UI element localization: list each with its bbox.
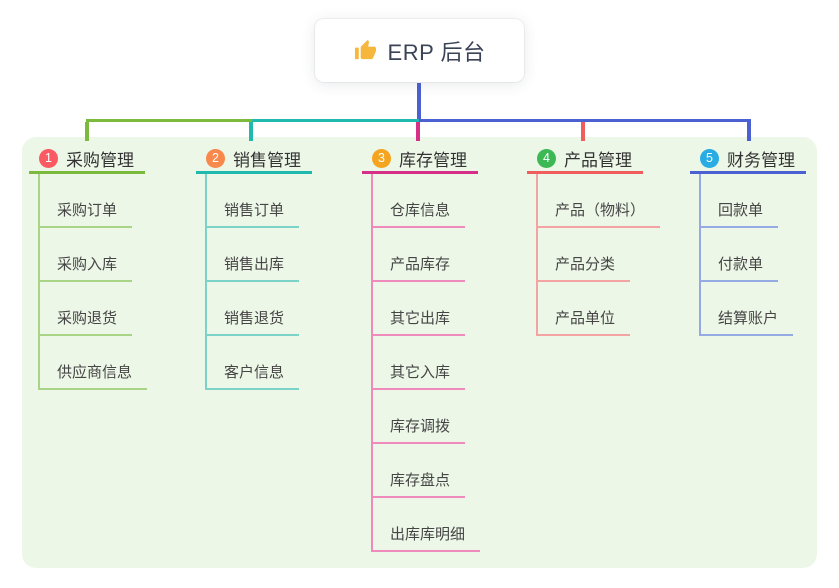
sub-item[interactable]: 销售出库 — [207, 253, 300, 282]
branch-children: 采购订单 采购入库 采购退货 供应商信息 — [38, 174, 179, 390]
sub-item-row: 销售出库 — [207, 228, 346, 282]
sub-item[interactable]: 供应商信息 — [40, 361, 148, 390]
sub-item[interactable]: 采购退货 — [40, 307, 133, 336]
sub-item[interactable]: 产品库存 — [373, 253, 466, 282]
branch-title[interactable]: 2 销售管理 — [196, 146, 312, 174]
branch-children: 仓库信息 产品库存 其它出库 其它入库 库存调拨 库存盘点 出库库明细 — [371, 174, 512, 552]
sub-item-row: 供应商信息 — [40, 336, 179, 390]
sub-item-row: 其它入库 — [373, 336, 512, 390]
branch-title[interactable]: 3 库存管理 — [362, 146, 478, 174]
sub-item[interactable]: 库存盘点 — [373, 469, 466, 498]
connector-horizontal-left — [86, 119, 252, 122]
sub-item-row: 销售订单 — [207, 174, 346, 228]
sub-item-row: 付款单 — [701, 228, 839, 282]
sub-item[interactable]: 仓库信息 — [373, 199, 466, 228]
branch-index-badge: 2 — [206, 149, 225, 168]
sub-item[interactable]: 产品单位 — [538, 307, 631, 336]
sub-item-row: 库存盘点 — [373, 444, 512, 498]
branch-title[interactable]: 5 财务管理 — [690, 146, 806, 174]
sub-item-row: 产品（物料） — [538, 174, 677, 228]
sub-item[interactable]: 库存调拨 — [373, 415, 466, 444]
root-node[interactable]: ERP 后台 — [315, 19, 524, 82]
branch-sales: 2 销售管理 销售订单 销售出库 销售退货 客户信息 — [196, 146, 346, 390]
branch-children: 回款单 付款单 结算账户 — [699, 174, 839, 336]
branch-label: 销售管理 — [233, 151, 301, 170]
sub-item[interactable]: 付款单 — [701, 253, 779, 282]
connector-drop-sales — [249, 122, 253, 141]
sub-item-row: 采购订单 — [40, 174, 179, 228]
connector-drop-finance — [747, 122, 751, 141]
sub-item[interactable]: 结算账户 — [701, 307, 794, 336]
root-label: ERP 后台 — [387, 39, 486, 65]
sub-item-row: 产品单位 — [538, 282, 677, 336]
branch-procurement: 1 采购管理 采购订单 采购入库 采购退货 供应商信息 — [29, 146, 179, 390]
branch-label: 财务管理 — [727, 151, 795, 170]
sub-item[interactable]: 其它入库 — [373, 361, 466, 390]
branch-label: 库存管理 — [399, 151, 467, 170]
sub-item-row: 库存调拨 — [373, 390, 512, 444]
branch-index-badge: 3 — [372, 149, 391, 168]
branch-finance: 5 财务管理 回款单 付款单 结算账户 — [690, 146, 839, 336]
sub-item-row: 产品库存 — [373, 228, 512, 282]
thumbs-up-icon — [354, 39, 377, 62]
sub-item-row: 销售退货 — [207, 282, 346, 336]
sub-item[interactable]: 采购订单 — [40, 199, 133, 228]
branch-label: 产品管理 — [564, 151, 632, 170]
sub-item[interactable]: 采购入库 — [40, 253, 133, 282]
sub-item[interactable]: 产品（物料） — [538, 199, 661, 228]
branch-index-badge: 1 — [39, 149, 58, 168]
sub-item[interactable]: 出库库明细 — [373, 523, 481, 552]
branch-index-badge: 4 — [537, 149, 556, 168]
sub-item-row: 结算账户 — [701, 282, 839, 336]
connector-root-vertical — [417, 82, 421, 120]
sub-item-row: 客户信息 — [207, 336, 346, 390]
sub-item-row: 仓库信息 — [373, 174, 512, 228]
sub-item[interactable]: 销售退货 — [207, 307, 300, 336]
branch-title[interactable]: 4 产品管理 — [527, 146, 643, 174]
sub-item-row: 产品分类 — [538, 228, 677, 282]
sub-item[interactable]: 回款单 — [701, 199, 779, 228]
connector-drop-procurement — [85, 122, 89, 141]
branch-label: 采购管理 — [66, 151, 134, 170]
connector-horizontal-right — [419, 119, 751, 122]
connector-drop-product — [581, 122, 585, 141]
branch-index-badge: 5 — [700, 149, 719, 168]
connector-drop-inventory — [416, 122, 420, 141]
sub-item-row: 回款单 — [701, 174, 839, 228]
sub-item-row: 采购入库 — [40, 228, 179, 282]
sub-item[interactable]: 销售订单 — [207, 199, 300, 228]
sub-item[interactable]: 产品分类 — [538, 253, 631, 282]
branch-title[interactable]: 1 采购管理 — [29, 146, 145, 174]
sub-item[interactable]: 客户信息 — [207, 361, 300, 390]
branch-product: 4 产品管理 产品（物料） 产品分类 产品单位 — [527, 146, 677, 336]
branch-children: 产品（物料） 产品分类 产品单位 — [536, 174, 677, 336]
connector-horizontal-mid — [252, 119, 419, 122]
sub-item-row: 采购退货 — [40, 282, 179, 336]
sub-item-row: 出库库明细 — [373, 498, 512, 552]
branch-inventory: 3 库存管理 仓库信息 产品库存 其它出库 其它入库 库存调拨 库存盘点 出库库… — [362, 146, 512, 552]
branch-children: 销售订单 销售出库 销售退货 客户信息 — [205, 174, 346, 390]
sub-item-row: 其它出库 — [373, 282, 512, 336]
sub-item[interactable]: 其它出库 — [373, 307, 466, 336]
